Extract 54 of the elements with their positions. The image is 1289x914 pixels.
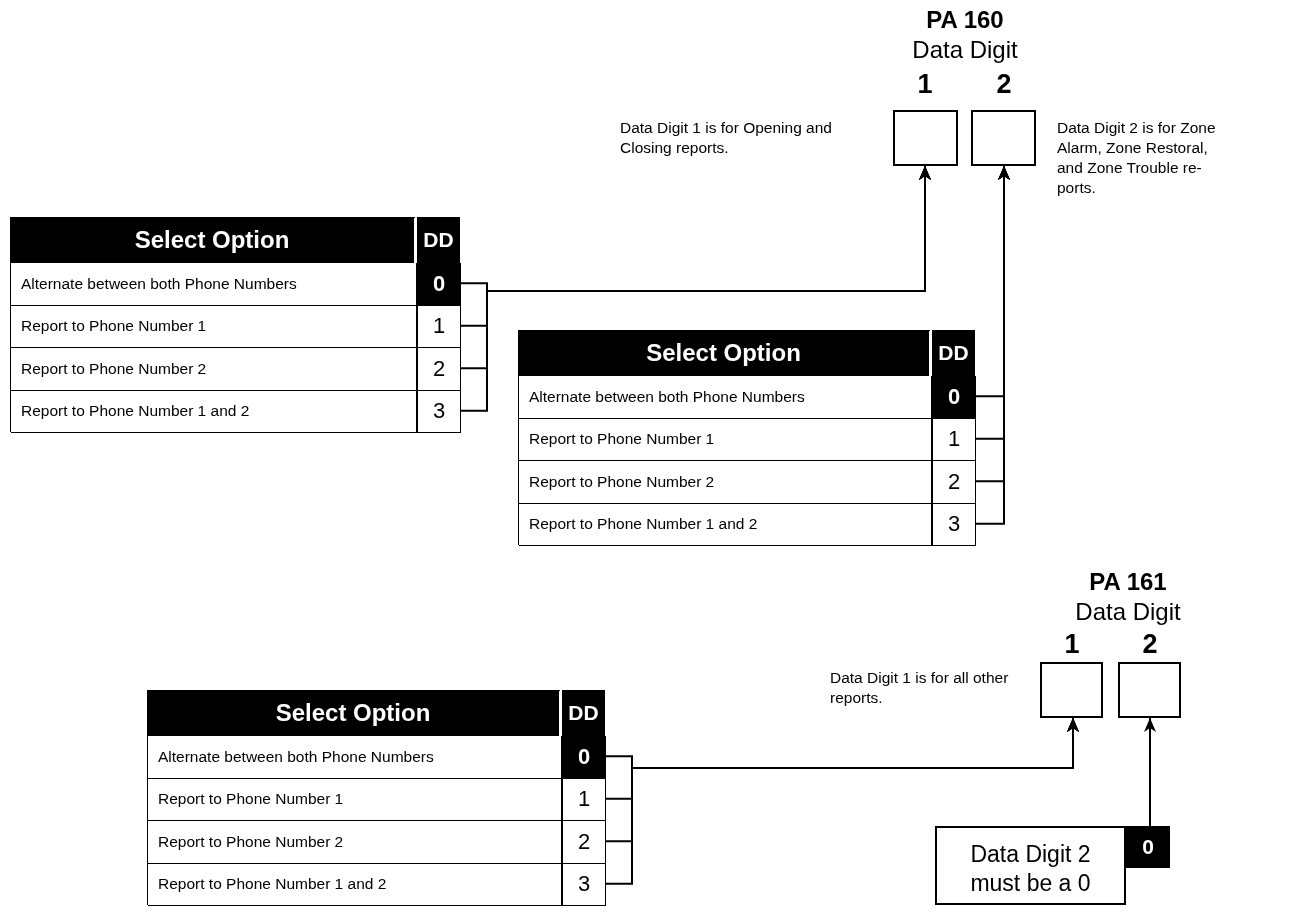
connector-arrow [1144,717,1156,827]
digit-number: 1 [1063,628,1081,660]
note-text: Data Digit 1 is for Opening and Closing reports. [620,118,833,158]
digit-cell: 2 [417,348,461,391]
option-cell: Report to Phone Number 1 [519,418,932,461]
option-cell: Report to Phone Number 2 [11,348,417,391]
option-cell: Report to Phone Number 1 [148,778,562,821]
option-table [147,690,605,905]
digit-box [893,110,958,166]
table-header: Select Option [518,330,929,376]
note-text: Data Digit 2 is for Zone Alarm, Zone Restoral, and Zone Trouble re- ports. [1057,118,1217,198]
connector-arrow [459,165,931,412]
digit-cell: 0 [932,376,976,419]
digit-cell: 3 [417,390,461,433]
digit-cell: 0 [562,736,606,779]
digit-tag: 0 [1126,826,1170,868]
option-cell: Report to Phone Number 1 [11,305,417,348]
option-cell: Report to Phone Number 2 [519,461,932,504]
digit-cell: 2 [562,821,606,864]
option-cell: Report to Phone Number 2 [148,821,562,864]
connector-arrow [604,717,1079,885]
parameter-title: PA 160 [925,6,1005,34]
digit-cell: 2 [932,461,976,504]
heading-text: Data Digit [1074,598,1182,626]
option-cell: Report to Phone Number 1 and 2 [11,390,417,433]
digit-number: 2 [1141,628,1159,660]
digit-box [1040,662,1103,718]
digit-cell: 1 [562,778,606,821]
note-text: Data Digit 2 must be a 0 [969,839,1092,898]
note-box [935,826,1126,905]
digit-cell: 1 [417,305,461,348]
option-cell: Alternate between both Phone Numbers [148,736,562,779]
column-header: DD [930,330,975,376]
table-header: Select Option [147,690,559,736]
digit-cell: 1 [932,418,976,461]
digit-box [1118,662,1181,718]
parameter-title: PA 161 [1088,568,1168,596]
column-header: DD [415,217,460,263]
digit-box [971,110,1036,166]
table-header: Select Option [10,217,414,263]
column-header: DD [560,690,605,736]
digit-number: 1 [916,68,934,100]
digit-cell: 0 [417,263,461,306]
option-table [518,330,975,545]
note-text: Data Digit 1 is for all other reports. [830,668,1010,708]
digit-number: 2 [995,68,1013,100]
option-cell: Alternate between both Phone Numbers [11,263,417,306]
digit-cell: 3 [932,503,976,546]
digit-cell: 3 [562,863,606,906]
option-cell: Alternate between both Phone Numbers [519,376,932,419]
option-cell: Report to Phone Number 1 and 2 [148,863,562,906]
option-table [10,217,460,432]
heading-text: Data Digit [911,36,1019,64]
option-cell: Report to Phone Number 1 and 2 [519,503,932,546]
